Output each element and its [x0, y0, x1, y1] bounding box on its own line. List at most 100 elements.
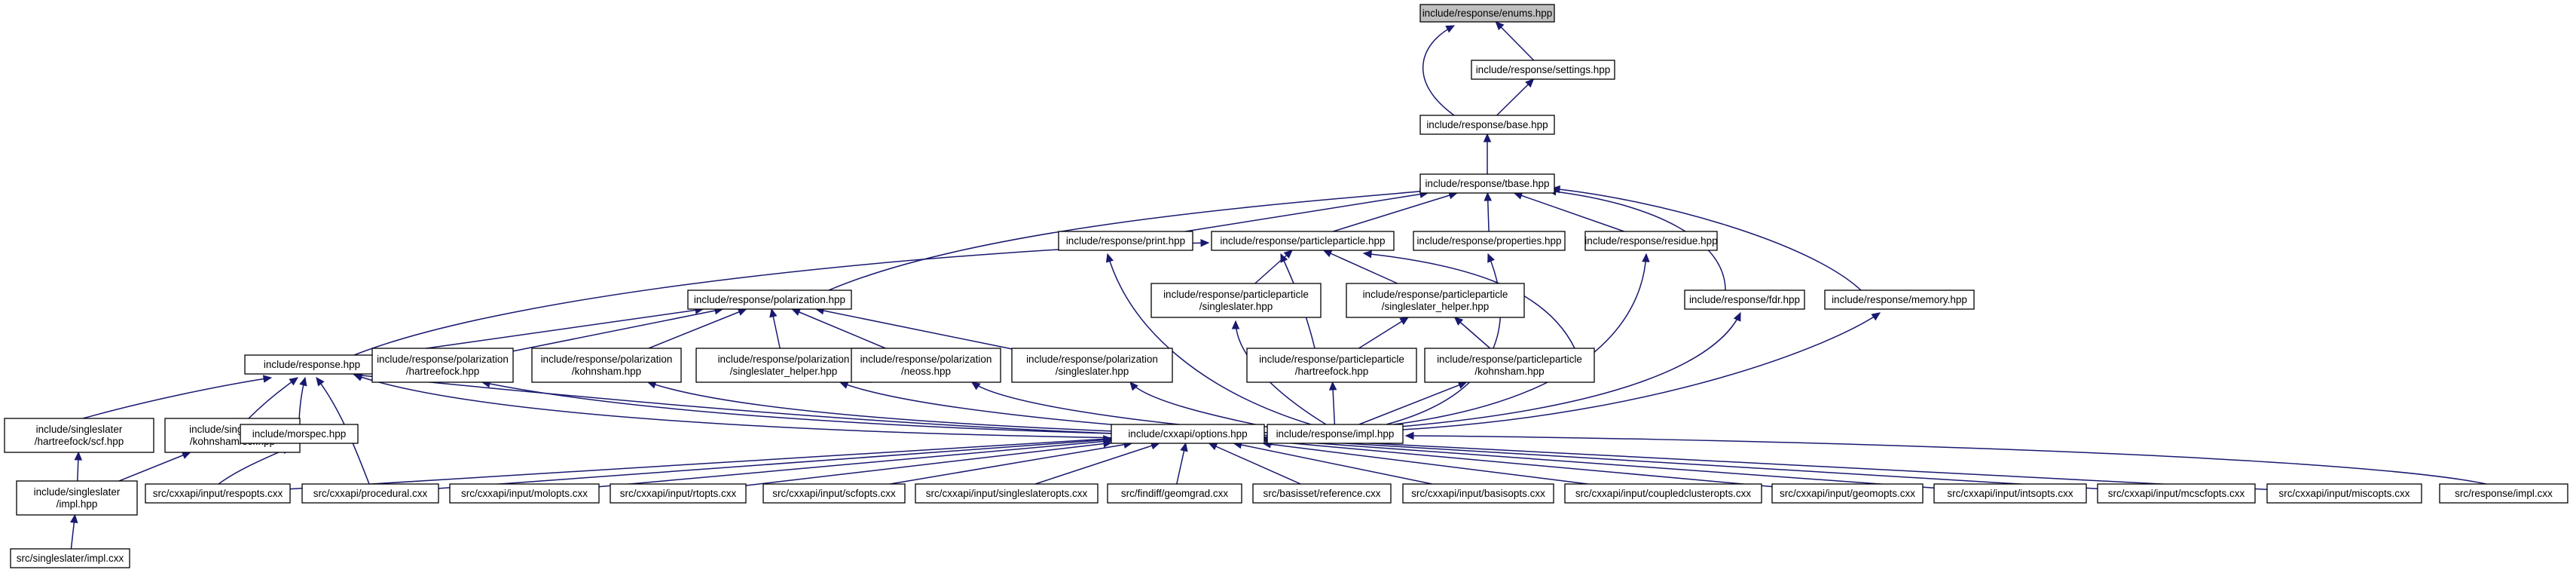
- node-resp_impl[interactable]: src/response/impl.cxx: [2439, 483, 2568, 504]
- node-box: [1471, 60, 1615, 80]
- node-ss_impl[interactable]: include/singleslater/impl.hpp: [16, 480, 138, 516]
- node-pp_hf[interactable]: include/response/particleparticle/hartre…: [1246, 348, 1417, 383]
- edge-geomgrad-to-options: [1176, 442, 1188, 485]
- edge-ss_impl-to-ss_hf: [74, 451, 83, 482]
- node-options[interactable]: include/cxxapi/options.hpp: [1111, 424, 1265, 444]
- node-response[interactable]: include/response.hpp: [244, 354, 380, 375]
- node-pol_sdh[interactable]: include/response/polarization/singleslat…: [695, 348, 872, 383]
- arrowhead-icon: [1404, 431, 1414, 440]
- node-label: include/singleslater: [36, 424, 123, 435]
- node-enums[interactable]: include/response/enums.hpp: [1419, 4, 1555, 23]
- node-residue[interactable]: include/response/residue.hpp: [1584, 231, 1718, 251]
- arrowhead-icon: [181, 452, 191, 459]
- arrowhead-icon: [1495, 21, 1505, 31]
- node-box: [145, 483, 291, 504]
- node-label: include/singleslater: [34, 486, 121, 498]
- node-intsopts[interactable]: src/cxxapi/input/intsopts.cxx: [1933, 483, 2087, 504]
- node-box: [449, 483, 600, 504]
- node-morspec[interactable]: include/morspec.hpp: [240, 424, 359, 444]
- arrowhead-icon: [289, 377, 298, 386]
- node-label: include/response/settings.hpp: [1476, 64, 1611, 75]
- node-pol_neo[interactable]: include/response/polarization/neoss.hpp: [851, 348, 1001, 383]
- node-pol_sd[interactable]: include/response/polarization/singleslat…: [1011, 348, 1173, 383]
- node-label: include/response/base.hpp: [1426, 119, 1548, 130]
- node-impl[interactable]: include/response/impl.hpp: [1267, 424, 1404, 444]
- node-pp_sd[interactable]: include/response/particleparticle/single…: [1150, 283, 1322, 318]
- node-geomgrad[interactable]: src/findiff/geomgrad.cxx: [1107, 483, 1242, 504]
- node-pp[interactable]: include/response/particleparticle.hpp: [1211, 231, 1395, 251]
- node-label: include/response/polarization: [860, 354, 992, 365]
- node-pp_ks[interactable]: include/response/particleparticle/kohnsh…: [1424, 348, 1595, 383]
- node-label: /singleslater_helper.hpp: [730, 366, 838, 377]
- node-box: [1058, 231, 1193, 251]
- node-rtopts[interactable]: src/cxxapi/input/rtopts.cxx: [610, 483, 747, 504]
- node-pol[interactable]: include/response/polarization.hpp: [687, 290, 852, 310]
- arrowhead-icon: [1642, 253, 1650, 262]
- node-properties[interactable]: include/response/properties.hpp: [1413, 231, 1566, 251]
- node-label: /hartreefock.hpp: [1295, 366, 1369, 377]
- edge-line: [1386, 253, 1502, 425]
- arrowhead-icon: [737, 308, 747, 316]
- node-pol_hf[interactable]: include/response/polarization/hartreefoc…: [371, 348, 514, 383]
- node-mcscfopts[interactable]: src/cxxapi/input/mcscfopts.cxx: [2097, 483, 2256, 504]
- node-box: [2097, 483, 2256, 504]
- node-ss_hf[interactable]: include/singleslater/hartreefock/scf.hpp: [4, 418, 154, 453]
- node-scfopts[interactable]: src/cxxapi/input/scfopts.cxx: [762, 483, 906, 504]
- edge-line: [815, 308, 1013, 350]
- node-basisopts[interactable]: src/cxxapi/input/basisopts.cxx: [1402, 483, 1554, 504]
- edge-tbase-to-base: [1483, 133, 1492, 174]
- node-label: include/response/tbase.hpp: [1425, 178, 1549, 189]
- node-pol_ks[interactable]: include/response/polarization/kohnsham.h…: [531, 348, 682, 383]
- edge-line: [1401, 312, 1881, 430]
- edge-residue-to-tbase: [1513, 191, 1624, 232]
- edge-line: [1393, 253, 1647, 425]
- node-box: [851, 348, 1001, 383]
- edge-resp_impl-to-impl: [1404, 431, 2487, 485]
- edge-line: [512, 308, 723, 352]
- node-memory[interactable]: include/response/memory.hpp: [1824, 290, 1975, 310]
- arrowhead-icon: [1733, 311, 1741, 322]
- node-box: [1402, 483, 1554, 504]
- node-geomopts[interactable]: src/cxxapi/input/geomopts.cxx: [1771, 483, 1924, 504]
- node-base[interactable]: include/response/base.hpp: [1419, 115, 1555, 135]
- node-label: /hartreefock/scf.hpp: [35, 436, 124, 447]
- edge-ss_ks-to-response: [248, 377, 298, 419]
- node-miscopts[interactable]: src/cxxapi/input/miscopts.cxx: [2266, 483, 2422, 504]
- node-label: include/response/particleparticle: [1363, 289, 1508, 300]
- edge-memory-to-tbase: [1551, 185, 1862, 291]
- node-print[interactable]: include/response/print.hpp: [1058, 231, 1193, 251]
- node-ccopts[interactable]: src/cxxapi/input/coupledclusteropts.cxx: [1564, 483, 1762, 504]
- arrowhead-icon: [1105, 253, 1114, 263]
- node-box: [531, 348, 682, 383]
- node-procedural[interactable]: src/cxxapi/procedural.cxx: [301, 483, 439, 504]
- node-label: /kohnsham.hpp: [1474, 366, 1544, 377]
- node-ss_implcxx[interactable]: src/singleslater/impl.cxx: [10, 548, 130, 568]
- edge-pp_sdh-to-pp: [1322, 250, 1398, 284]
- node-respopts[interactable]: src/cxxapi/input/respopts.cxx: [145, 483, 291, 504]
- node-box: [1111, 424, 1265, 444]
- node-ssopts[interactable]: src/cxxapi/input/singleslateropts.cxx: [915, 483, 1099, 504]
- node-reference[interactable]: src/basisset/reference.cxx: [1252, 483, 1392, 504]
- node-molopts[interactable]: src/cxxapi/input/molopts.cxx: [449, 483, 600, 504]
- edge-line: [1363, 253, 1575, 349]
- node-settings[interactable]: include/response/settings.hpp: [1471, 60, 1615, 80]
- edge-line: [890, 443, 1132, 485]
- node-label: /hartreefock.hpp: [406, 366, 480, 377]
- edge-basisopts-to-options: [1233, 440, 1433, 485]
- edge-line: [1495, 21, 1535, 61]
- node-label: src/cxxapi/input/rtopts.cxx: [620, 488, 737, 499]
- node-pp_sdh[interactable]: include/response/particleparticle/single…: [1346, 283, 1525, 318]
- edge-line: [1399, 312, 1741, 427]
- node-tbase[interactable]: include/response/tbase.hpp: [1419, 173, 1555, 194]
- arrowhead-icon: [1551, 185, 1561, 194]
- node-label: src/singleslater/impl.cxx: [17, 553, 124, 564]
- edge-line: [1129, 381, 1282, 430]
- arrowhead-icon: [1484, 191, 1493, 201]
- edge-pol_hf-to-pol: [512, 306, 724, 352]
- edge-ss_impl-to-ss_ks: [118, 452, 191, 482]
- node-fdr[interactable]: include/response/fdr.hpp: [1684, 290, 1805, 310]
- edge-impl-to-properties: [1386, 253, 1502, 425]
- edge-print-to-tbase: [1184, 190, 1429, 232]
- node-label: src/cxxapi/input/miscopts.cxx: [2278, 488, 2409, 499]
- node-box: [244, 354, 380, 375]
